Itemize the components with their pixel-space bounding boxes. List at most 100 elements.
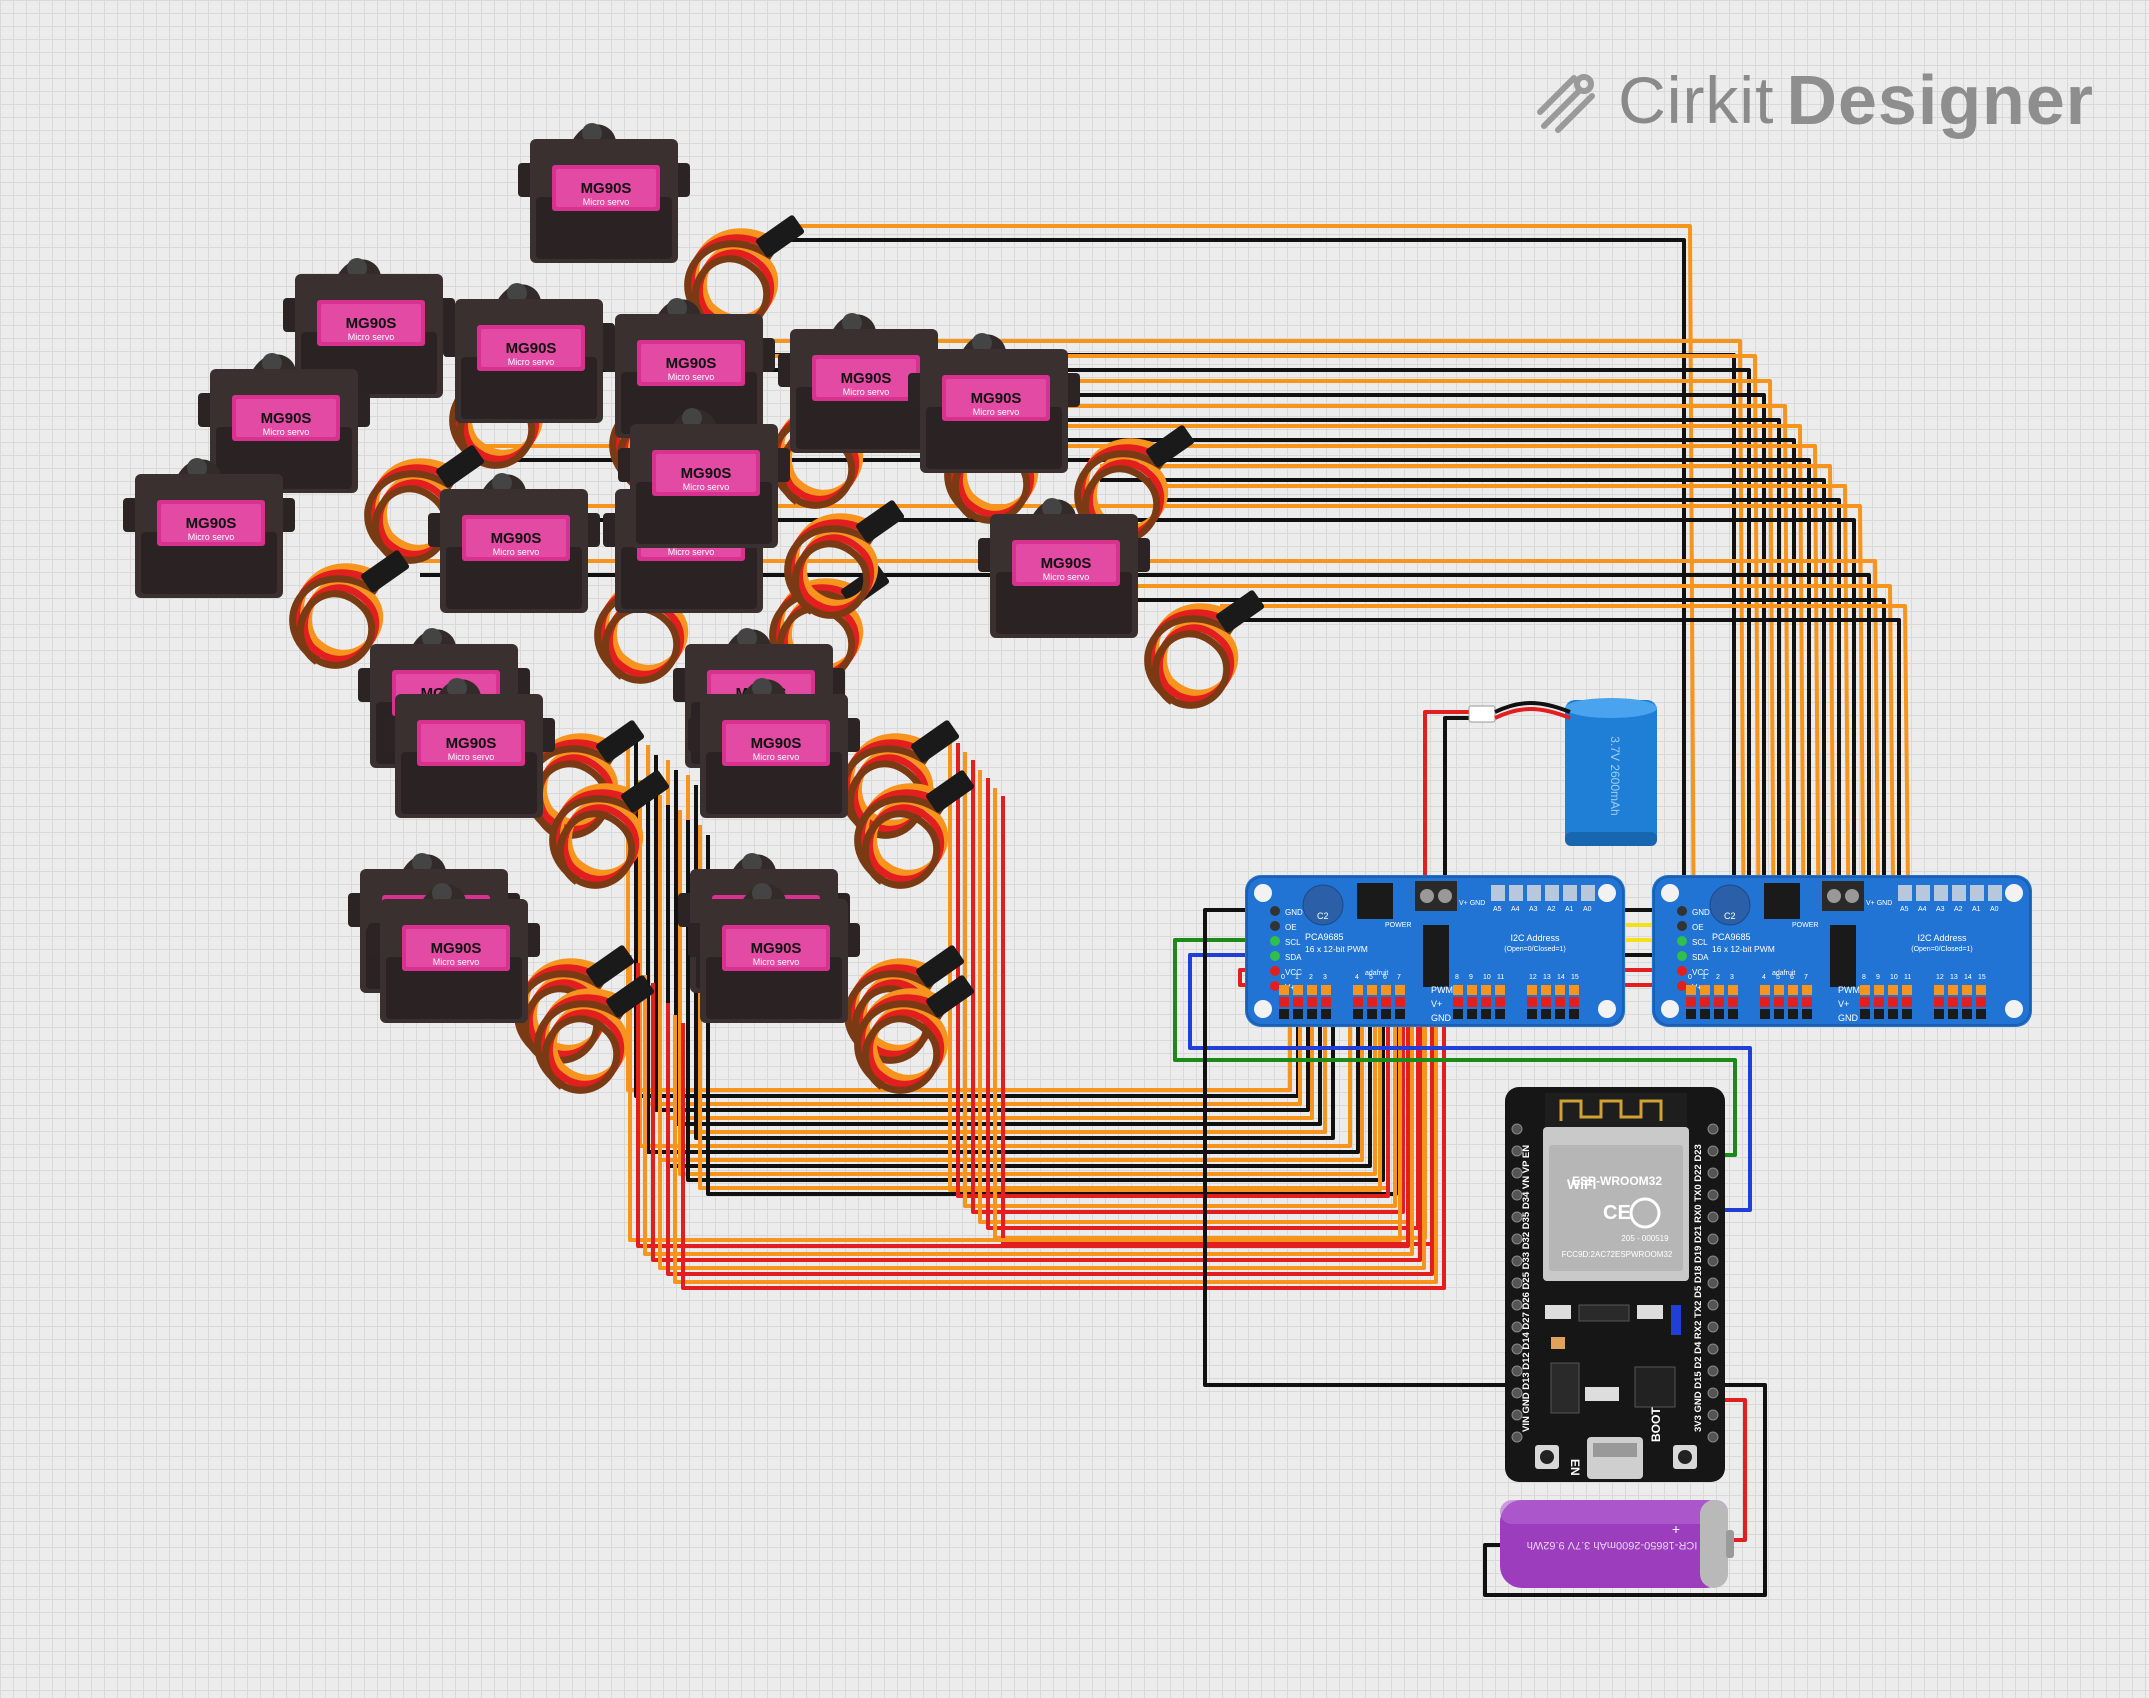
- pca-header-pin[interactable]: [1467, 997, 1477, 1007]
- esp32-header-pin[interactable]: [1707, 1167, 1719, 1179]
- pca-header-pin[interactable]: [1293, 1009, 1303, 1019]
- pca-header-pin[interactable]: [1774, 985, 1784, 995]
- pca-header-pin[interactable]: [1569, 985, 1579, 995]
- pca-header-pin[interactable]: [1279, 985, 1289, 995]
- pca-header-pin[interactable]: [1381, 1009, 1391, 1019]
- pca-pin[interactable]: [1677, 906, 1687, 916]
- pca-header-pin[interactable]: [1395, 985, 1405, 995]
- pca-pin[interactable]: [1270, 951, 1280, 961]
- pca-header-pin[interactable]: [1686, 1009, 1696, 1019]
- pca-header-pin[interactable]: [1888, 997, 1898, 1007]
- pca-header-pin[interactable]: [1976, 997, 1986, 1007]
- esp32-header-pin[interactable]: [1511, 1409, 1523, 1421]
- pca-header-pin[interactable]: [1934, 985, 1944, 995]
- esp32-header-pin[interactable]: [1707, 1321, 1719, 1333]
- pca-header-pin[interactable]: [1527, 1009, 1537, 1019]
- pca-header-pin[interactable]: [1321, 997, 1331, 1007]
- pca-header-pin[interactable]: [1495, 997, 1505, 1007]
- pca-header-pin[interactable]: [1293, 985, 1303, 995]
- pca-header-pin[interactable]: [1481, 997, 1491, 1007]
- pca-header-pin[interactable]: [1467, 1009, 1477, 1019]
- pca-header-pin[interactable]: [1481, 1009, 1491, 1019]
- pca-header-pin[interactable]: [1888, 985, 1898, 995]
- pca-header-pin[interactable]: [1788, 997, 1798, 1007]
- pca-header-pin[interactable]: [1321, 1009, 1331, 1019]
- pca-header-pin[interactable]: [1874, 997, 1884, 1007]
- esp32-header-pin[interactable]: [1707, 1387, 1719, 1399]
- pca-header-pin[interactable]: [1353, 1009, 1363, 1019]
- pca-pin[interactable]: [1677, 921, 1687, 931]
- esp32-header-pin[interactable]: [1511, 1277, 1523, 1289]
- pca-header-pin[interactable]: [1700, 985, 1710, 995]
- pca-header-pin[interactable]: [1774, 997, 1784, 1007]
- esp32-header-pin[interactable]: [1511, 1387, 1523, 1399]
- esp32-header-pin[interactable]: [1707, 1431, 1719, 1443]
- pca-pin[interactable]: [1270, 966, 1280, 976]
- pca-header-pin[interactable]: [1395, 997, 1405, 1007]
- pca-header-pin[interactable]: [1976, 1009, 1986, 1019]
- esp32-header-pin[interactable]: [1707, 1343, 1719, 1355]
- pca-header-pin[interactable]: [1934, 997, 1944, 1007]
- pca-header-pin[interactable]: [1453, 985, 1463, 995]
- pca-header-pin[interactable]: [1453, 997, 1463, 1007]
- pca-header-pin[interactable]: [1888, 1009, 1898, 1019]
- pca-header-pin[interactable]: [1948, 1009, 1958, 1019]
- pca-header-pin[interactable]: [1555, 997, 1565, 1007]
- pca-header-pin[interactable]: [1948, 985, 1958, 995]
- pca-header-pin[interactable]: [1293, 997, 1303, 1007]
- esp32-header-pin[interactable]: [1707, 1189, 1719, 1201]
- esp32-header-pin[interactable]: [1707, 1123, 1719, 1135]
- pca-header-pin[interactable]: [1467, 985, 1477, 995]
- pca-header-pin[interactable]: [1902, 985, 1912, 995]
- esp32-header-pin[interactable]: [1511, 1233, 1523, 1245]
- pca-header-pin[interactable]: [1728, 1009, 1738, 1019]
- pca-header-pin[interactable]: [1541, 985, 1551, 995]
- pca-header-pin[interactable]: [1353, 997, 1363, 1007]
- pca-pin[interactable]: [1677, 981, 1687, 991]
- pca-pin[interactable]: [1270, 936, 1280, 946]
- battery-pack[interactable]: 3.7V 2600mAh: [1565, 698, 1657, 846]
- pca-header-pin[interactable]: [1569, 1009, 1579, 1019]
- pca-pin[interactable]: [1270, 906, 1280, 916]
- pca-header-pin[interactable]: [1802, 997, 1812, 1007]
- esp32-header-pin[interactable]: [1707, 1365, 1719, 1377]
- esp32-header-pin[interactable]: [1511, 1431, 1523, 1443]
- esp32-header-pin[interactable]: [1707, 1233, 1719, 1245]
- pca-pin[interactable]: [1270, 981, 1280, 991]
- pca-header-pin[interactable]: [1555, 1009, 1565, 1019]
- pca-header-pin[interactable]: [1527, 985, 1537, 995]
- pca-header-pin[interactable]: [1976, 985, 1986, 995]
- pca-pin[interactable]: [1270, 921, 1280, 931]
- esp32-header-pin[interactable]: [1511, 1167, 1523, 1179]
- pca-header-pin[interactable]: [1395, 1009, 1405, 1019]
- esp32-header-pin[interactable]: [1707, 1255, 1719, 1267]
- pca-header-pin[interactable]: [1381, 997, 1391, 1007]
- pca-pin[interactable]: [1677, 966, 1687, 976]
- pca-header-pin[interactable]: [1541, 1009, 1551, 1019]
- pca-header-pin[interactable]: [1495, 1009, 1505, 1019]
- pca-header-pin[interactable]: [1279, 997, 1289, 1007]
- pca-header-pin[interactable]: [1860, 985, 1870, 995]
- esp32-header-pin[interactable]: [1511, 1321, 1523, 1333]
- pca-header-pin[interactable]: [1307, 985, 1317, 995]
- pca-header-pin[interactable]: [1902, 997, 1912, 1007]
- pca-header-pin[interactable]: [1700, 1009, 1710, 1019]
- esp32-header-pin[interactable]: [1511, 1145, 1523, 1157]
- pca-header-pin[interactable]: [1714, 997, 1724, 1007]
- pca-header-pin[interactable]: [1760, 1009, 1770, 1019]
- esp32-header-pin[interactable]: [1511, 1365, 1523, 1377]
- pca-header-pin[interactable]: [1902, 1009, 1912, 1019]
- pca-header-pin[interactable]: [1367, 1009, 1377, 1019]
- pca-header-pin[interactable]: [1788, 985, 1798, 995]
- esp32-header-pin[interactable]: [1511, 1343, 1523, 1355]
- pca-header-pin[interactable]: [1728, 997, 1738, 1007]
